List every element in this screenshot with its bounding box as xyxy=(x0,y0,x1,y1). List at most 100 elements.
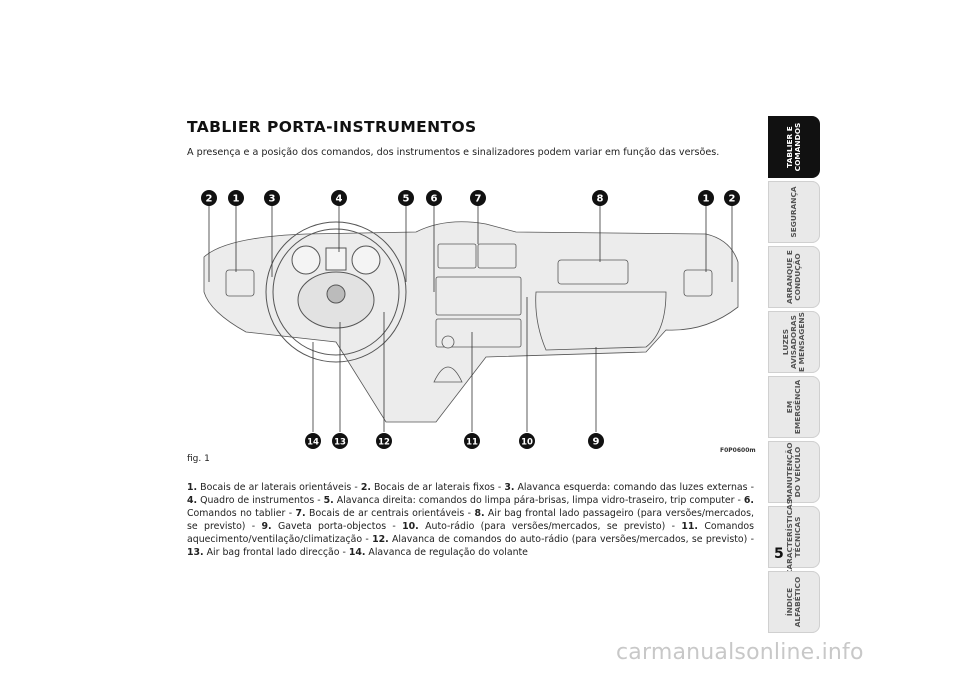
passenger-airbag-panel xyxy=(557,259,629,285)
left-air-vent xyxy=(225,269,255,297)
legend-number: 12. xyxy=(372,534,389,545)
chapter-tab-label: TABLIER E COMANDOS xyxy=(785,122,802,172)
legend-description: Alavanca esquerda: comando das luzes ext… xyxy=(514,482,755,493)
legend-number: 8. xyxy=(474,508,485,519)
legend-description: Bocais de ar laterais orientáveis - xyxy=(197,482,361,493)
legend-description: Comandos aquecimento/ventilação/climatiz… xyxy=(187,521,755,545)
legend-number: 13. xyxy=(187,547,204,558)
callout-badge xyxy=(201,190,217,206)
legend-description: Alavanca de regulação do volante xyxy=(365,547,528,558)
callout-badge xyxy=(519,433,535,449)
chapter-tab-label: ARRANQUE E CONDUÇÃO xyxy=(785,250,802,304)
legend-description: Gaveta porta-objectos - xyxy=(271,521,403,532)
steering-wheel-inner xyxy=(272,228,400,356)
central-vent-right xyxy=(477,243,517,269)
steering-wheel-rim xyxy=(265,221,407,363)
callout-badge xyxy=(228,190,244,206)
callout-badge xyxy=(464,433,480,449)
callout-badge xyxy=(698,190,714,206)
callout-number: 14 xyxy=(307,438,319,448)
instrument-display xyxy=(325,247,347,271)
gear-lever xyxy=(433,366,463,383)
chapter-tab[interactable]: CARACTERÍSTICAS TÉCNICAS xyxy=(768,499,820,575)
chapter-tab-label: MANUTENÇÃO DO VEÍCULO xyxy=(785,442,802,502)
callout-badge xyxy=(724,190,740,206)
speedometer-dial xyxy=(291,245,321,275)
legend-description: Auto-rádio (para versões/mercados, se pr… xyxy=(418,521,682,532)
legend-number: 7. xyxy=(295,508,306,519)
chapter-tab[interactable]: LUZES AVISADORAS E MENSAGENS xyxy=(768,311,820,373)
callouts-bottom: 14 13 12 11 10 9 xyxy=(305,433,604,449)
legend-description: Air bag frontal lado direcção - xyxy=(203,547,349,558)
callout-number: 5 xyxy=(403,194,410,205)
page-number: 5 xyxy=(774,546,784,562)
legend-number: 9. xyxy=(261,521,272,532)
callout-badge xyxy=(588,433,604,449)
callout-badge xyxy=(376,433,392,449)
callout-number: 1 xyxy=(703,194,710,205)
legend-description: Alavanca de comandos do auto-rádio (para… xyxy=(388,534,754,545)
legend-number: 3. xyxy=(504,482,515,493)
legend-number: 2. xyxy=(360,482,371,493)
chapter-tab[interactable]: EM EMERGÊNCIA xyxy=(768,376,820,438)
right-air-vent xyxy=(683,269,713,297)
callout-number: 7 xyxy=(475,194,482,205)
legend-description: Comandos no tablier - xyxy=(187,508,296,519)
legend-description: Quadro de instrumentos - xyxy=(197,495,324,506)
callout-badge xyxy=(331,190,347,206)
watermark: carmanualsonline.info xyxy=(616,640,864,665)
central-vent-left xyxy=(437,243,477,269)
chapter-tab[interactable]: MANUTENÇÃO DO VEÍCULO xyxy=(768,441,820,503)
callout-number: 8 xyxy=(597,194,604,205)
callout-number: 13 xyxy=(334,438,346,448)
chapter-tab-label: EM EMERGÊNCIA xyxy=(785,379,802,435)
chapter-tab[interactable]: ARRANQUE E CONDUÇÃO xyxy=(768,246,820,308)
page-subtitle: A presença e a posição dos comandos, dos… xyxy=(187,147,720,158)
legend-number: 10. xyxy=(402,521,419,532)
callout-number: 10 xyxy=(521,438,533,448)
climate-controls xyxy=(435,318,522,348)
chapter-tab-label: LUZES AVISADORAS E MENSAGENS xyxy=(781,312,806,372)
legend-description: Bocais de ar laterais fixos - xyxy=(370,482,505,493)
chapter-tab[interactable]: ÍNDICE ALFABÉTICO xyxy=(768,571,820,633)
brand-logo xyxy=(326,284,346,304)
tachometer-dial xyxy=(351,245,381,275)
figure-code: F0P0600m xyxy=(720,447,756,454)
gear-knob xyxy=(441,335,455,349)
chapter-tab[interactable]: TABLIER E COMANDOS xyxy=(768,116,820,178)
callout-badge xyxy=(264,190,280,206)
legend-number: 5. xyxy=(323,495,334,506)
page-title: TABLIER PORTA-INSTRUMENTOS xyxy=(187,118,477,136)
legend-number: 4. xyxy=(187,495,198,506)
callout-badge xyxy=(426,190,442,206)
callout-badge xyxy=(592,190,608,206)
callout-badge xyxy=(305,433,321,449)
chapter-tab-label: ÍNDICE ALFABÉTICO xyxy=(785,576,802,628)
callout-badge xyxy=(470,190,486,206)
chapter-tab[interactable]: SEGURANÇA xyxy=(768,181,820,243)
chapter-tab-label: CARACTERÍSTICAS TÉCNICAS xyxy=(785,498,802,576)
legend-number: 1. xyxy=(187,482,198,493)
chapter-tabs: TABLIER E COMANDOS SEGURANÇA ARRANQUE E CO… xyxy=(768,116,820,636)
callout-number: 4 xyxy=(336,194,343,205)
legend-description: Alavanca direita: comandos do limpa pára… xyxy=(333,495,744,506)
legend-number: 14. xyxy=(348,547,366,558)
figure-label: fig. 1 xyxy=(187,454,210,464)
callout-number: 6 xyxy=(431,194,438,205)
callout-number: 11 xyxy=(466,438,478,448)
legend-description: Bocais de ar centrais orientáveis - xyxy=(305,508,475,519)
callout-number: 12 xyxy=(378,438,390,448)
callout-number: 9 xyxy=(593,437,600,448)
chapter-tab-label: SEGURANÇA xyxy=(789,186,798,238)
legend-description: Air bag frontal lado passageiro (para ve… xyxy=(187,508,754,532)
legend-text: 1. Bocais de ar laterais orientáveis - 2… xyxy=(187,481,754,559)
callout-number: 3 xyxy=(269,194,276,205)
legend-number: 11. xyxy=(681,521,698,532)
callout-number: 2 xyxy=(206,194,213,205)
callout-badge xyxy=(398,190,414,206)
callout-number: 1 xyxy=(233,194,240,205)
radio-panel xyxy=(435,276,522,316)
